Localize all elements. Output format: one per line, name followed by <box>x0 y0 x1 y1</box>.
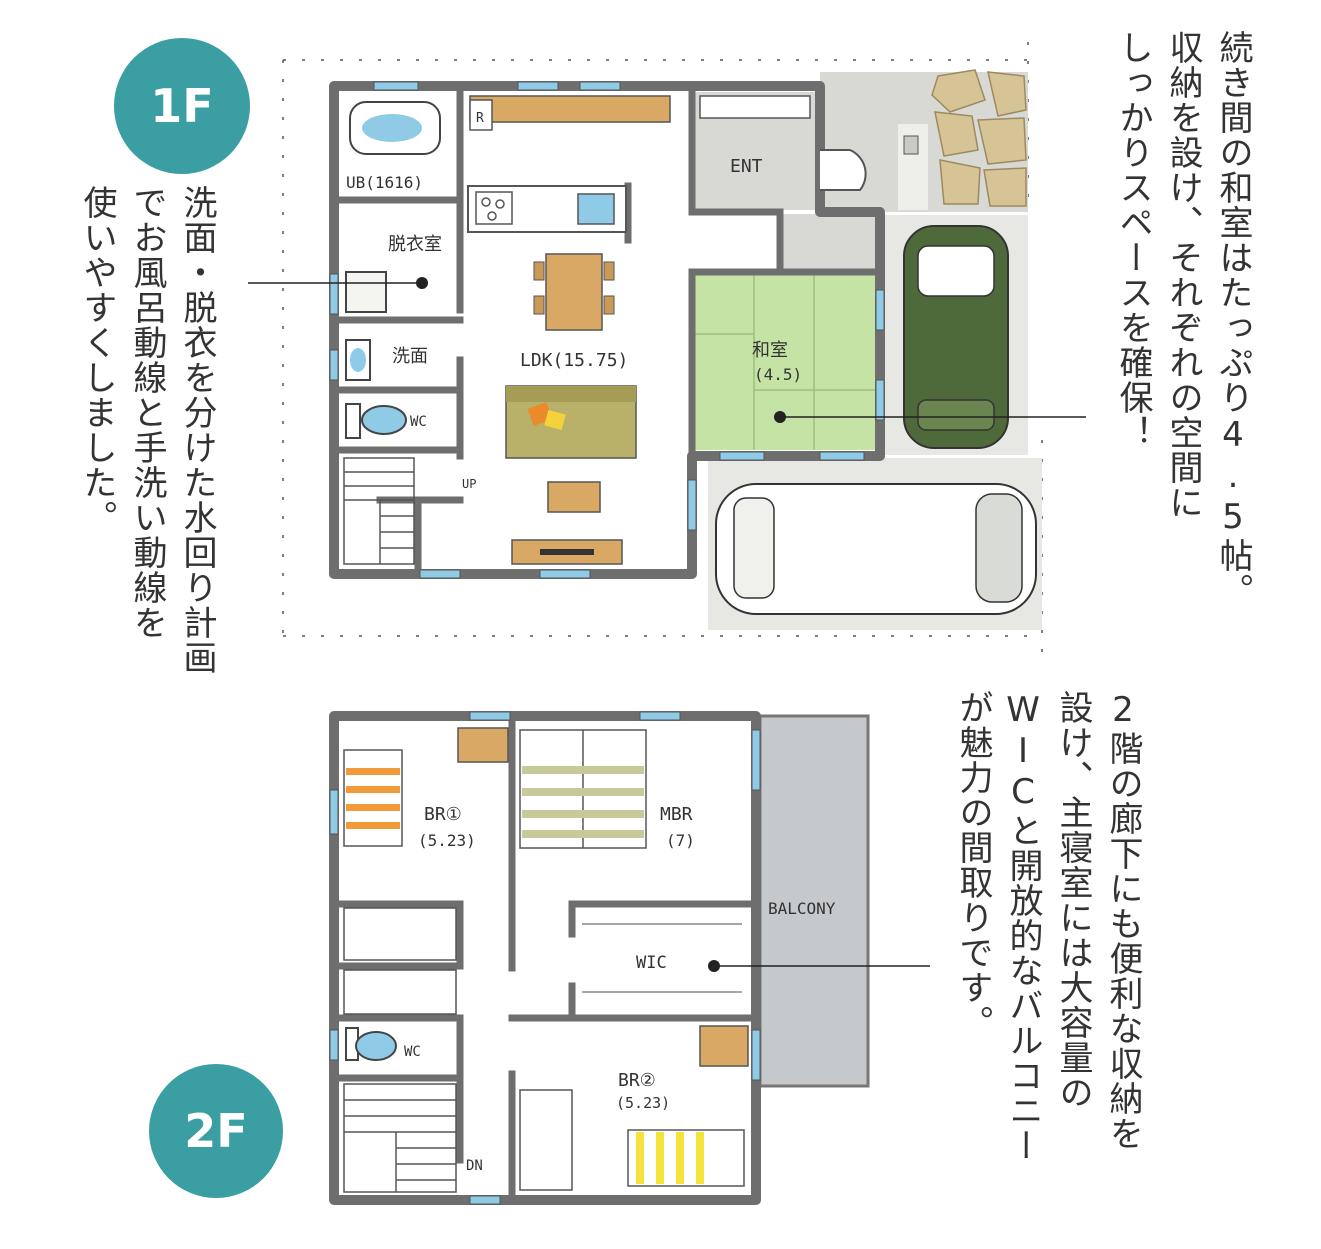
green-car <box>903 225 1009 449</box>
bath-water <box>362 114 422 142</box>
note-left-line-3: 使いやすくしました。 <box>77 185 117 535</box>
cushion-yellow <box>544 409 566 431</box>
floor-2-stairs <box>343 1083 457 1193</box>
label-stairs-up: UP <box>462 477 476 491</box>
floor-2-badge: 2F <box>149 1064 283 1198</box>
note-left: 洗面・脱衣を分けた水回り計画 でお風呂動線と手洗い動線を 使いやすくしました。 <box>72 185 222 785</box>
label-washroom: 洗面 <box>392 346 428 367</box>
floor-1-windows <box>329 81 885 579</box>
label-br2: BR② <box>618 1070 656 1091</box>
tatami-lines <box>694 274 878 450</box>
toilet-tank <box>345 403 361 439</box>
br1-bed-stripes <box>346 768 400 829</box>
toilet-bowl <box>361 405 407 435</box>
label-stairs-down: DN <box>466 1158 483 1174</box>
tv <box>540 549 594 555</box>
note-left-line-2: でお風呂動線と手洗い動線を <box>127 185 167 640</box>
floor-2-plan: BR① (5.23) MBR (7) BALCONY WIC WC BR② (5… <box>329 711 870 1205</box>
coffee-table <box>547 481 601 513</box>
balcony-floor <box>758 714 870 1088</box>
label-mbr: MBR <box>660 804 693 825</box>
dining-table <box>545 253 603 331</box>
hall-storage <box>343 969 457 1015</box>
rear-counter <box>469 95 671 123</box>
toilet-2f-bowl <box>355 1031 397 1061</box>
note-top-right-line-1: 続き間の和室はたっぷり4.5帖。 <box>1213 30 1253 608</box>
floor-1-stairs <box>343 457 415 565</box>
note-bottom-right: 2階の廊下にも便利な収納を 設け、主寝室には大容量の WICと開放的なバルコニー… <box>948 690 1148 1235</box>
sofa-back <box>506 386 636 402</box>
label-br2-size: (5.23) <box>616 1094 670 1112</box>
note-bottom-right-line-1: 2階の廊下にも便利な収納を <box>1103 690 1143 1151</box>
br1-closet <box>343 907 457 961</box>
note-bottom-right-line-4: が魅力の間取りです。 <box>953 690 993 1040</box>
cooktop-burners <box>481 197 505 221</box>
entrance-door <box>820 149 867 191</box>
washing-machine <box>345 271 387 313</box>
br2-desk <box>699 1025 749 1067</box>
note-top-right-line-3: しっかりスペースを確保！ <box>1113 30 1153 450</box>
floor-2-windows <box>329 711 761 1205</box>
label-japanese-room: 和室 <box>752 340 788 361</box>
callout-dots <box>416 277 786 972</box>
label-bath: UB(1616) <box>346 173 423 192</box>
label-dressing: 脱衣室 <box>388 234 442 255</box>
label-japanese-room-size: (4.5) <box>754 365 802 384</box>
storage-floor <box>694 214 776 272</box>
label-toilet-2f: WC <box>404 1044 421 1060</box>
note-bottom-right-line-3: WICと開放的なバルコニー <box>1003 690 1043 1163</box>
note-left-line-1: 洗面・脱衣を分けた水回り計画 <box>177 185 217 675</box>
label-br1: BR① <box>424 804 462 825</box>
floor-2-interior-walls <box>334 716 756 1200</box>
label-toilet: WC <box>410 414 427 430</box>
callout-dot-wic <box>708 960 720 972</box>
floor-1-plan: UB(1616) 脱衣室 洗面 WC UP R LDK(15.75) ENT 和… <box>282 42 1043 664</box>
note-top-right: 続き間の和室はたっぷり4.5帖。 収納を設け、それぞれの空間に しっかりスペース… <box>1108 30 1258 650</box>
floor-1-badge: 1F <box>114 38 250 174</box>
kitchen-sink <box>577 193 615 225</box>
label-balcony: BALCONY <box>768 899 836 918</box>
cooktop <box>475 191 513 225</box>
wic-rails <box>582 923 742 993</box>
br2-closet <box>519 1089 573 1191</box>
br2-bed-stripes <box>636 1132 704 1184</box>
mbr-bed-stripes <box>522 766 644 838</box>
br1-desk <box>457 727 509 763</box>
br2-bed <box>627 1129 745 1187</box>
mailbox <box>903 135 919 155</box>
stone-paving <box>931 69 1027 207</box>
fridge <box>469 99 493 131</box>
floor-1-interior-walls <box>336 86 880 574</box>
br1-bed <box>343 749 403 847</box>
shoe-storage <box>699 95 811 119</box>
entrance-hall-floor <box>780 214 878 272</box>
white-car <box>715 483 1037 615</box>
label-fridge: R <box>476 111 484 126</box>
callout-lines <box>248 282 1086 967</box>
callout-dot-japanese-room <box>774 411 786 423</box>
note-bottom-right-line-2: 設け、主寝室には大容量の <box>1053 690 1093 1110</box>
note-top-right-line-2: 収納を設け、それぞれの空間に <box>1163 30 1203 520</box>
wash-basin-bowl <box>350 348 366 372</box>
label-br1-size: (5.23) <box>418 831 476 850</box>
japanese-room-floor <box>694 274 878 450</box>
label-mbr-size: (7) <box>666 831 695 850</box>
dining-chairs <box>533 261 615 315</box>
label-wic: WIC <box>636 953 667 973</box>
label-ldk: LDK(15.75) <box>520 350 628 371</box>
label-entrance: ENT <box>730 156 763 177</box>
callout-dot-washroom <box>416 277 428 289</box>
